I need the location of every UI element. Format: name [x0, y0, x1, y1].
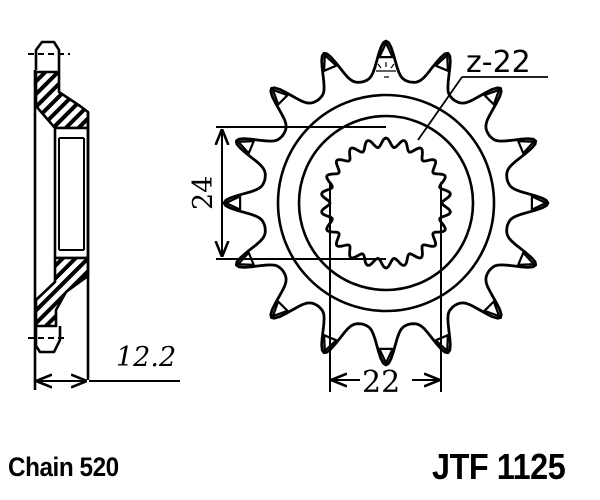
spline-leader	[417, 76, 548, 141]
side-lower-hatch	[34, 256, 90, 328]
tooth-tip-marks	[224, 41, 548, 365]
tooth-tip-mark	[237, 140, 255, 155]
outer-ring-circle	[276, 93, 496, 313]
inner-ring-circle	[297, 114, 475, 292]
spline-profile	[320, 136, 452, 270]
tooth-tip-mark	[434, 54, 449, 72]
side-top-tooth	[34, 40, 61, 72]
front-view	[222, 39, 550, 367]
width-dimension-value: 22	[362, 365, 400, 400]
tooth-tip-mark	[271, 300, 289, 318]
side-view	[28, 40, 90, 390]
width-dimension	[329, 182, 442, 392]
tooth-tip-mark	[530, 195, 548, 211]
tooth-tip-mark	[378, 347, 394, 365]
tooth-tip-mark	[323, 54, 338, 72]
part-number-label: JTF 1125	[432, 446, 566, 487]
height-dimension	[216, 126, 386, 260]
timing-mark-icon	[376, 62, 396, 78]
tooth-tip-mark	[483, 300, 501, 318]
outer-gear-profile	[222, 39, 550, 367]
tooth-tip-mark	[517, 140, 535, 155]
height-dimension-value: 24	[188, 176, 219, 210]
tooth-tip-mark	[224, 195, 242, 211]
side-width-value: 12.2	[116, 342, 176, 373]
tooth-tip-mark	[483, 88, 501, 106]
side-upper-hatch	[34, 70, 90, 130]
tooth-tip-mark	[271, 88, 289, 106]
spline-tooth-count-label: z-22	[466, 45, 531, 80]
tooth-tip-mark	[378, 41, 394, 59]
tooth-tip-mark	[517, 251, 535, 266]
chain-size-label: Chain 520	[8, 452, 119, 482]
